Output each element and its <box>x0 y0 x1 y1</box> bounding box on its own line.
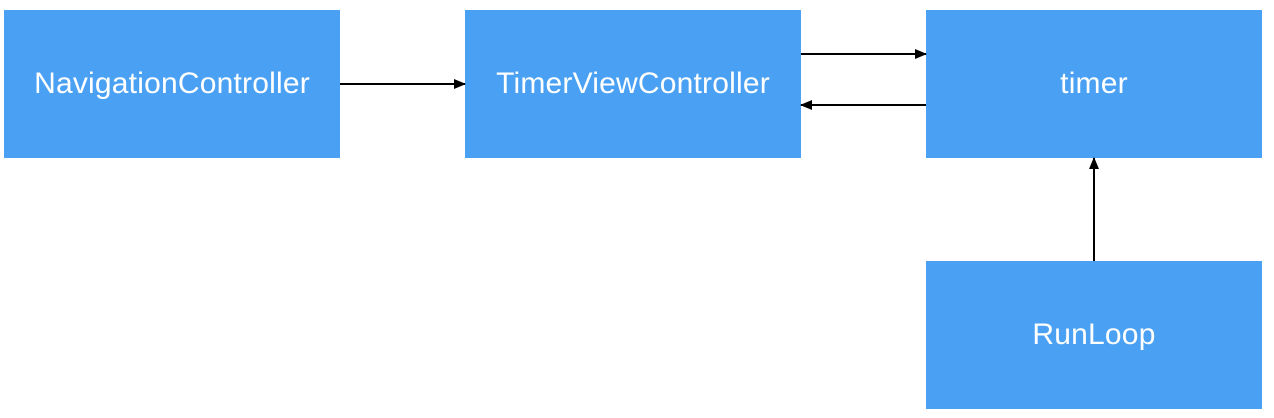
node-timer: timer <box>926 10 1262 158</box>
node-navigation-controller: NavigationController <box>4 10 340 158</box>
node-label-timer-view-controller: TimerViewController <box>496 67 770 100</box>
node-run-loop: RunLoop <box>926 261 1262 409</box>
node-label-run-loop: RunLoop <box>1032 318 1156 351</box>
node-label-timer: timer <box>1060 67 1128 100</box>
node-timer-view-controller: TimerViewController <box>465 10 801 158</box>
node-label-navigation-controller: NavigationController <box>34 67 310 100</box>
